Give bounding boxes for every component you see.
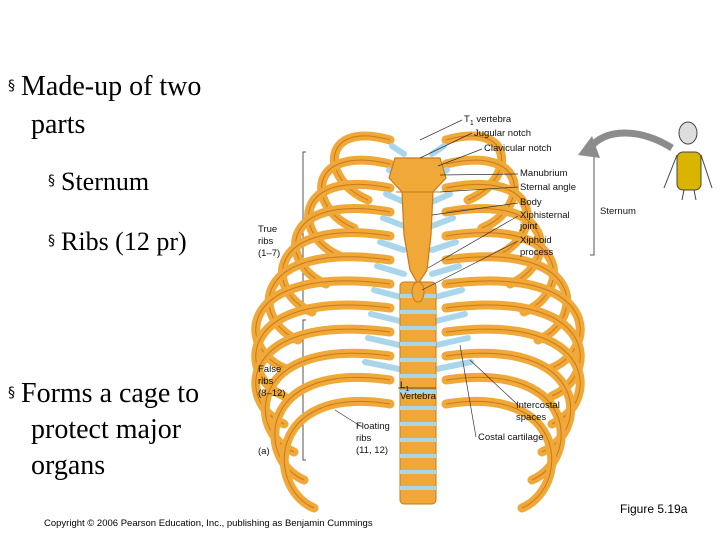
label-intercostal: Intercostal [516, 400, 560, 411]
rib-outline [445, 135, 503, 201]
figure-label: Figure 5.19a [620, 502, 688, 516]
costal-cartilage [389, 143, 407, 157]
label-true-ribs-1: True [258, 224, 278, 235]
costal-cartilage [429, 215, 456, 229]
label-false-ribs-1: False [258, 364, 282, 375]
costal-cartilage [429, 311, 468, 325]
label-sternum: Sternum [600, 206, 636, 217]
label-floating-3: (11, 12) [356, 445, 389, 456]
bullet-icon: § [8, 385, 15, 401]
label-manubrium: Manubrium [520, 168, 568, 179]
rib-outline [445, 208, 541, 285]
label-jugular-notch: Jugular notch [474, 128, 532, 139]
costal-cartilage [374, 263, 407, 277]
ribs [251, 131, 585, 513]
label-true-ribs-2: ribs [258, 236, 274, 247]
label-t1-vertebra: T1 vertebra [464, 114, 512, 127]
label-true-ribs-3: (1–7) [258, 248, 281, 259]
pointer-arrow-head [578, 136, 600, 158]
rib-outline [321, 159, 391, 229]
sternum-bone [388, 157, 447, 303]
costal-cartilage [429, 263, 462, 277]
costal-cartilage [365, 335, 407, 349]
bullet-made-up-cont: parts [31, 109, 86, 140]
costal-cartilage [380, 215, 407, 229]
label-sternal-angle: Sternal angle [520, 182, 576, 193]
costal-cartilage [371, 287, 407, 301]
label-intercostal-spaces: spaces [516, 412, 547, 423]
costal-cartilage [429, 239, 459, 253]
rib [441, 179, 532, 261]
rib-outline [295, 208, 391, 285]
rib-outline [283, 401, 391, 509]
bullet-ribs: §Ribs (12 pr) [48, 227, 187, 256]
bullet-forms-cage-cont2: organs [31, 450, 106, 481]
skeleton-icon [663, 121, 713, 201]
pointer-arrow [587, 129, 674, 151]
rib [304, 179, 395, 261]
rib-outline [268, 256, 391, 341]
rib-outline [445, 159, 515, 229]
bullet-icon: § [48, 233, 55, 249]
rib-outline [445, 232, 555, 313]
costal-cartilage [383, 191, 407, 205]
label-xiphoid: Xiphoid [520, 235, 552, 246]
label-l1: L1 [400, 380, 410, 393]
bullet-forms-cage: §Forms a cage to [8, 378, 200, 409]
bullet-sternum: §Sternum [48, 167, 150, 196]
leader-lines [334, 119, 519, 438]
costal-cartilage [429, 359, 474, 373]
copyright-text: Copyright © 2006 Pearson Education, Inc.… [44, 518, 373, 529]
rib-outline [333, 135, 391, 201]
bullet-forms-cage-cont1: protect major [31, 414, 182, 445]
label-body: Body [520, 197, 542, 208]
label-floating-2: ribs [356, 433, 372, 444]
label-xiphisternal-joint: joint [520, 221, 538, 232]
costal-cartilage [377, 239, 407, 253]
costal-cartilage [368, 311, 407, 325]
rib-outline [308, 183, 391, 257]
vertebral-column [399, 281, 437, 505]
label-floating-1: Floating [356, 421, 390, 432]
costal-cartilage [362, 359, 407, 373]
costal-cartilage [429, 335, 471, 349]
costal-cartilage [429, 191, 453, 205]
label-false-ribs-2: ribs [258, 376, 274, 387]
label-costal-cartilage: Costal cartilage [478, 432, 544, 443]
rib-outline [445, 256, 568, 341]
label-xiphoid-process: process [520, 247, 554, 258]
bullet-made-up: §Made-up of two [8, 71, 202, 102]
bullet-icon: § [8, 78, 15, 94]
label-panel-a: (a) [258, 446, 270, 457]
costal-cartilage [429, 287, 465, 301]
label-l1-vertebra: Vertebra [400, 391, 436, 402]
rib-outline [445, 401, 553, 509]
label-false-ribs-3: (8–12) [258, 388, 286, 399]
label-clavicular-notch: Clavicular notch [484, 143, 552, 154]
rib-outline [281, 232, 391, 313]
bullet-icon: § [48, 173, 55, 189]
label-xiphisternal: Xiphisternal [520, 210, 570, 221]
rib-outline [445, 183, 528, 257]
